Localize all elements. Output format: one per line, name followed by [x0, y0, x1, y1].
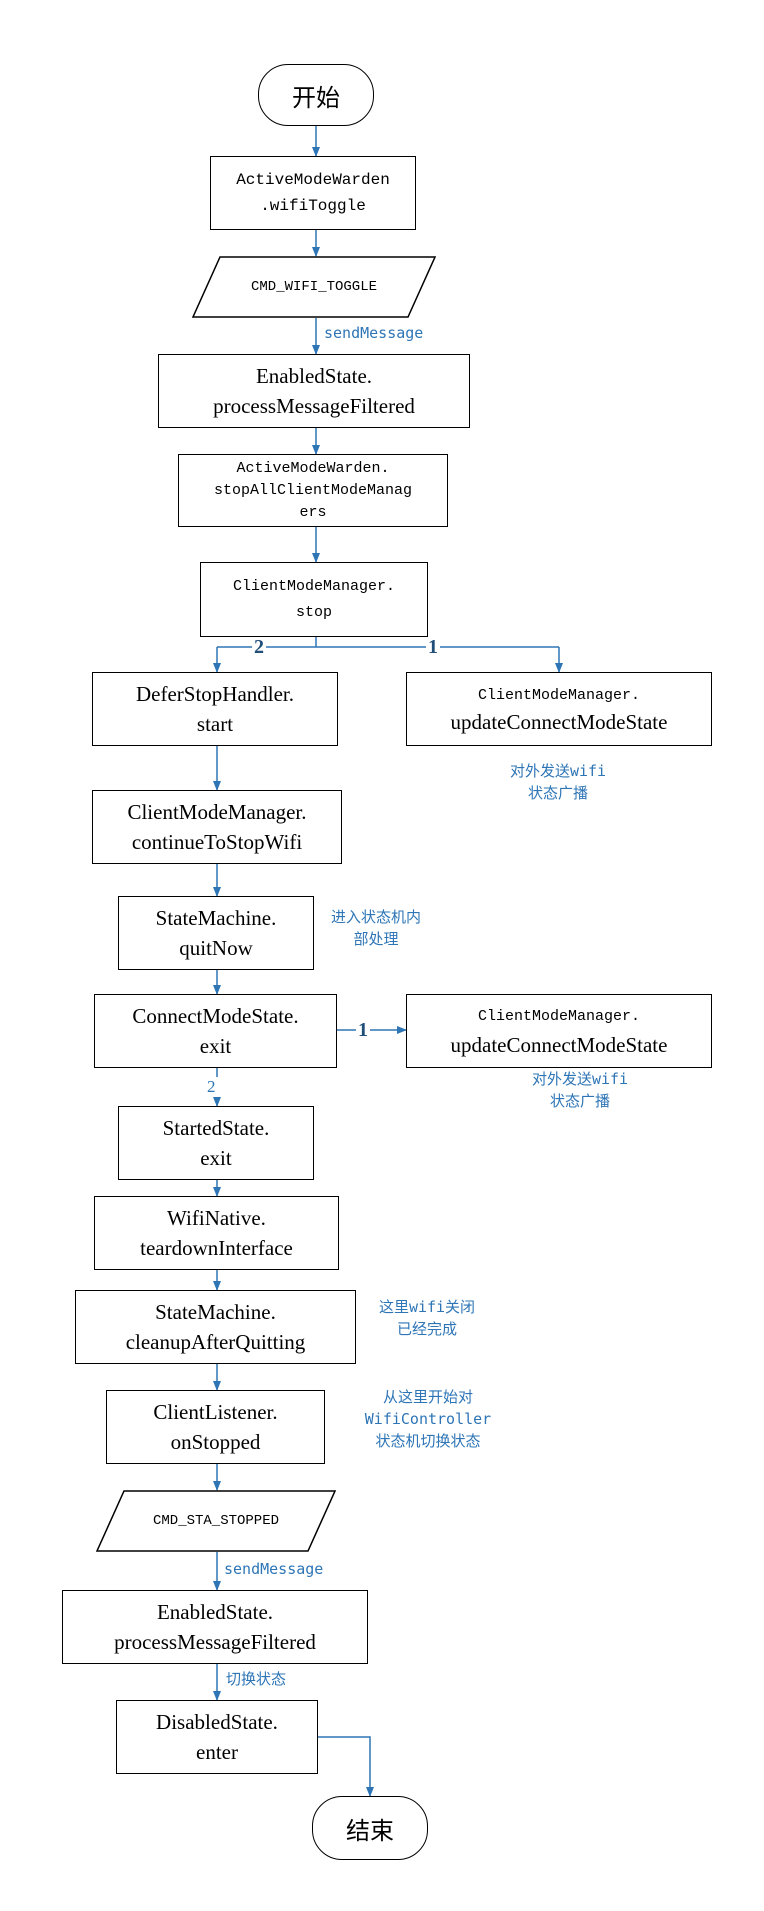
teardown-interface-box: WifiNative. teardownInterface	[94, 1196, 339, 1270]
edge-label-send-message-1: sendMessage	[324, 324, 424, 342]
io-shape	[192, 256, 436, 318]
cleanup-after-quitting-box: StateMachine. cleanupAfterQuitting	[75, 1290, 356, 1364]
box-line-method: updateConnectModeState	[450, 1033, 668, 1057]
start-terminal: 开始	[258, 64, 374, 126]
edge-label-branch-2: 2	[252, 636, 266, 658]
cmd-wifi-toggle-io: CMD_WIFI_TOGGLE	[192, 256, 436, 318]
note-broadcast-1: 对外发送wifi 状态广播	[509, 762, 607, 802]
wifi-toggle-box: ActiveModeWarden .wifiToggle	[210, 156, 416, 230]
edge-label-exit-branch-2: 2	[205, 1077, 218, 1097]
cmd-sta-stopped-io: CMD_STA_STOPPED	[96, 1490, 336, 1552]
continue-to-stop-box: ClientModeManager. continueToStopWifi	[92, 790, 342, 864]
box-line-class: ClientModeManager.	[477, 1008, 640, 1025]
sm-quit-now-box: StateMachine. quitNow	[118, 896, 314, 970]
note-wifi-closed: 这里wifi关闭 已经完成	[378, 1298, 476, 1338]
io-label: CMD_WIFI_TOGGLE	[250, 279, 378, 295]
enabled-state-box-1: EnabledState. processMessageFiltered	[158, 354, 470, 428]
edge-disabled-to-end	[318, 1736, 374, 1797]
box-line-class: ClientModeManager.	[477, 687, 640, 704]
edge-label-switch-state: 切换状态	[226, 1670, 287, 1688]
update-connect-mode-box-2: ClientModeManager. updateConnectModeState	[406, 994, 712, 1068]
note-enter-state-machine: 进入状态机内 部处理	[330, 908, 421, 948]
connect-mode-exit-box: ConnectModeState. exit	[94, 994, 337, 1068]
defer-stop-handler-box: DeferStopHandler. start	[92, 672, 338, 746]
io-shape-2	[96, 1490, 336, 1552]
update-connect-mode-box-1: ClientModeManager. updateConnectModeState	[406, 672, 712, 746]
end-terminal: 结束	[312, 1796, 428, 1860]
cmm-stop-box: ClientModeManager. stop	[200, 562, 428, 637]
enabled-state-box-2: EnabledState. processMessageFiltered	[62, 1590, 368, 1664]
note-wificontroller-switch: 从这里开始对 WifiController 状态机切换状态	[364, 1388, 492, 1450]
edge-label-exit-branch-1: 1	[356, 1019, 370, 1041]
disabled-state-enter-box: DisabledState. enter	[116, 1700, 318, 1774]
note-broadcast-2: 对外发送wifi 状态广播	[531, 1070, 629, 1110]
edge-label-branch-1: 1	[426, 636, 440, 658]
started-state-exit-box: StartedState. exit	[118, 1106, 314, 1180]
client-listener-stopped-box: ClientListener. onStopped	[106, 1390, 325, 1464]
update1-line1: ClientModeManager. updateConnectModeState	[451, 683, 668, 735]
update2-lines: ClientModeManager. updateConnectModeState	[451, 1003, 668, 1059]
io-label-2: CMD_STA_STOPPED	[152, 1513, 280, 1529]
box-line-method: updateConnectModeState	[450, 710, 668, 734]
edge-label-send-message-2: sendMessage	[224, 1560, 324, 1578]
stop-all-cmm-box: ActiveModeWarden. stopAllClientModeManag…	[178, 454, 448, 527]
